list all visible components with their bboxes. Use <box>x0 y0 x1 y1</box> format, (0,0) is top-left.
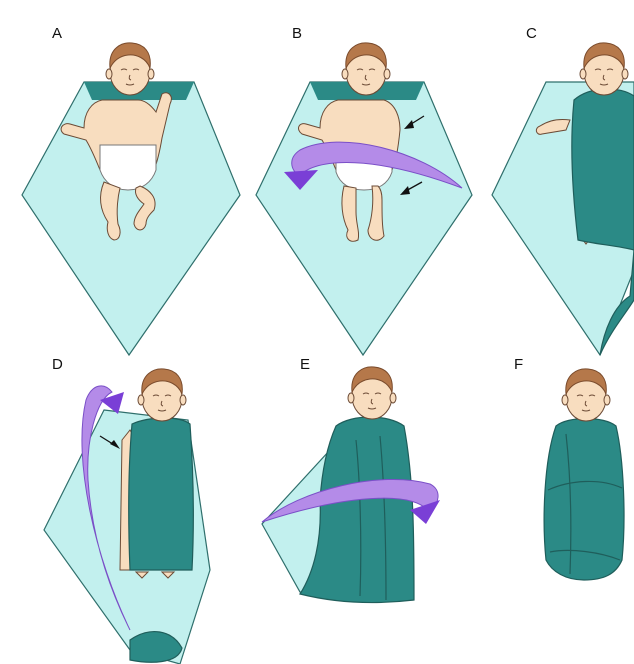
wrapped-blanket <box>129 418 194 570</box>
panel-label-d: D <box>52 356 63 373</box>
panel-b: B <box>256 25 472 355</box>
panel-label-a: A <box>52 25 62 42</box>
panel-d: D <box>44 356 210 664</box>
panel-label-f: F <box>514 356 523 373</box>
panel-a: A <box>22 25 240 355</box>
panel-f: F <box>514 356 624 580</box>
panel-label-c: C <box>526 25 537 42</box>
panel-c: C <box>492 25 634 355</box>
wrapped-baby <box>544 419 624 581</box>
panel-label-b: B <box>292 25 302 42</box>
panel-e: E <box>262 356 440 602</box>
panel-label-e: E <box>300 356 310 373</box>
